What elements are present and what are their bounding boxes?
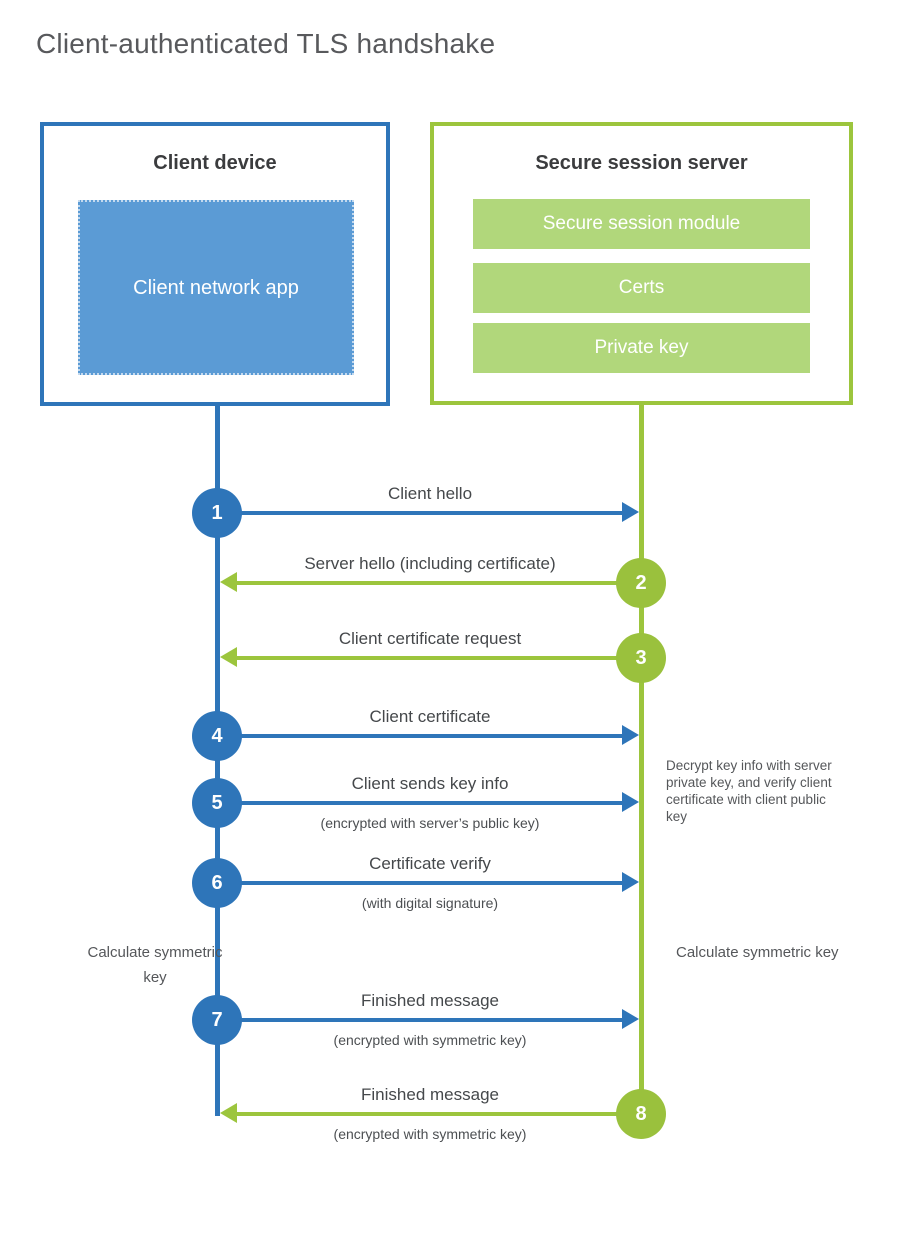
step-2-arrowhead-left-icon [220, 572, 237, 592]
step-4-label: Client certificate [369, 707, 491, 726]
step-1-arrowhead-right-icon [622, 502, 639, 522]
step-6-arrowhead-right-icon [622, 872, 639, 892]
client-calculate-symmetric-key-note: Calculate symmetric key [87, 944, 223, 986]
client-network-app-label: Client network app [133, 276, 299, 299]
step-8-number-badge: 8 [616, 1089, 666, 1139]
server-calculate-symmetric-key-note: Calculate symmetric key [676, 944, 839, 961]
step-7-number-badge: 7 [192, 995, 242, 1045]
step-3-arrowhead-left-icon [220, 647, 237, 667]
server-module-private-key: Private key [473, 323, 810, 373]
step-8-sublabel: (encrypted with symmetric key) [333, 1126, 527, 1142]
client-network-app-rect: Client network app [78, 200, 354, 375]
step-5-arrow-line [240, 801, 622, 805]
step-4-number-badge: 4 [192, 711, 242, 761]
step-6-number-badge: 6 [192, 858, 242, 908]
step-4-arrowhead-right-icon [622, 725, 639, 745]
step-2-arrow-line [237, 581, 618, 585]
secure-session-server-title: Secure session server [535, 152, 748, 174]
server-decrypt-note: Decrypt key info with server private key… [666, 758, 832, 824]
step-5-arrowhead-right-icon [622, 792, 639, 812]
step-7-arrow-line [240, 1018, 622, 1022]
step-3-arrow-line [237, 656, 618, 660]
step-7-arrowhead-right-icon [622, 1009, 639, 1029]
step-5-number-badge: 5 [192, 778, 242, 828]
step-1-label: Client hello [387, 484, 473, 503]
step-6-sublabel: (with digital signature) [361, 895, 499, 911]
server-lifeline [639, 404, 644, 1116]
step-2-number-badge: 2 [616, 558, 666, 608]
step-6-arrow-line [240, 881, 622, 885]
secure-session-server-box: Secure session server Secure session mod… [430, 122, 853, 405]
server-module-certs: Certs [473, 263, 810, 313]
step-7-sublabel: (encrypted with symmetric key) [333, 1032, 527, 1048]
server-module-secure-session: Secure session module [473, 199, 810, 249]
client-device-title: Client device [153, 152, 277, 174]
page-title: Client-authenticated TLS handshake [36, 28, 496, 59]
step-6-label: Certificate verify [369, 854, 491, 873]
step-1-arrow-line [240, 511, 622, 515]
step-8-arrow-line [237, 1112, 618, 1116]
step-7-label: Finished message [361, 991, 499, 1010]
step-3-label: Client certificate request [338, 629, 522, 648]
client-device-box: Client device Client network app [40, 122, 390, 406]
step-8-arrowhead-left-icon [220, 1103, 237, 1123]
step-3-number-badge: 3 [616, 633, 666, 683]
step-4-arrow-line [240, 734, 622, 738]
step-5-sublabel: (encrypted with server’s public key) [320, 815, 540, 831]
step-8-label: Finished message [361, 1085, 499, 1104]
step-2-label: Server hello (including certificate) [304, 554, 556, 573]
step-1-number-badge: 1 [192, 488, 242, 538]
step-5-label: Client sends key info [351, 774, 509, 793]
